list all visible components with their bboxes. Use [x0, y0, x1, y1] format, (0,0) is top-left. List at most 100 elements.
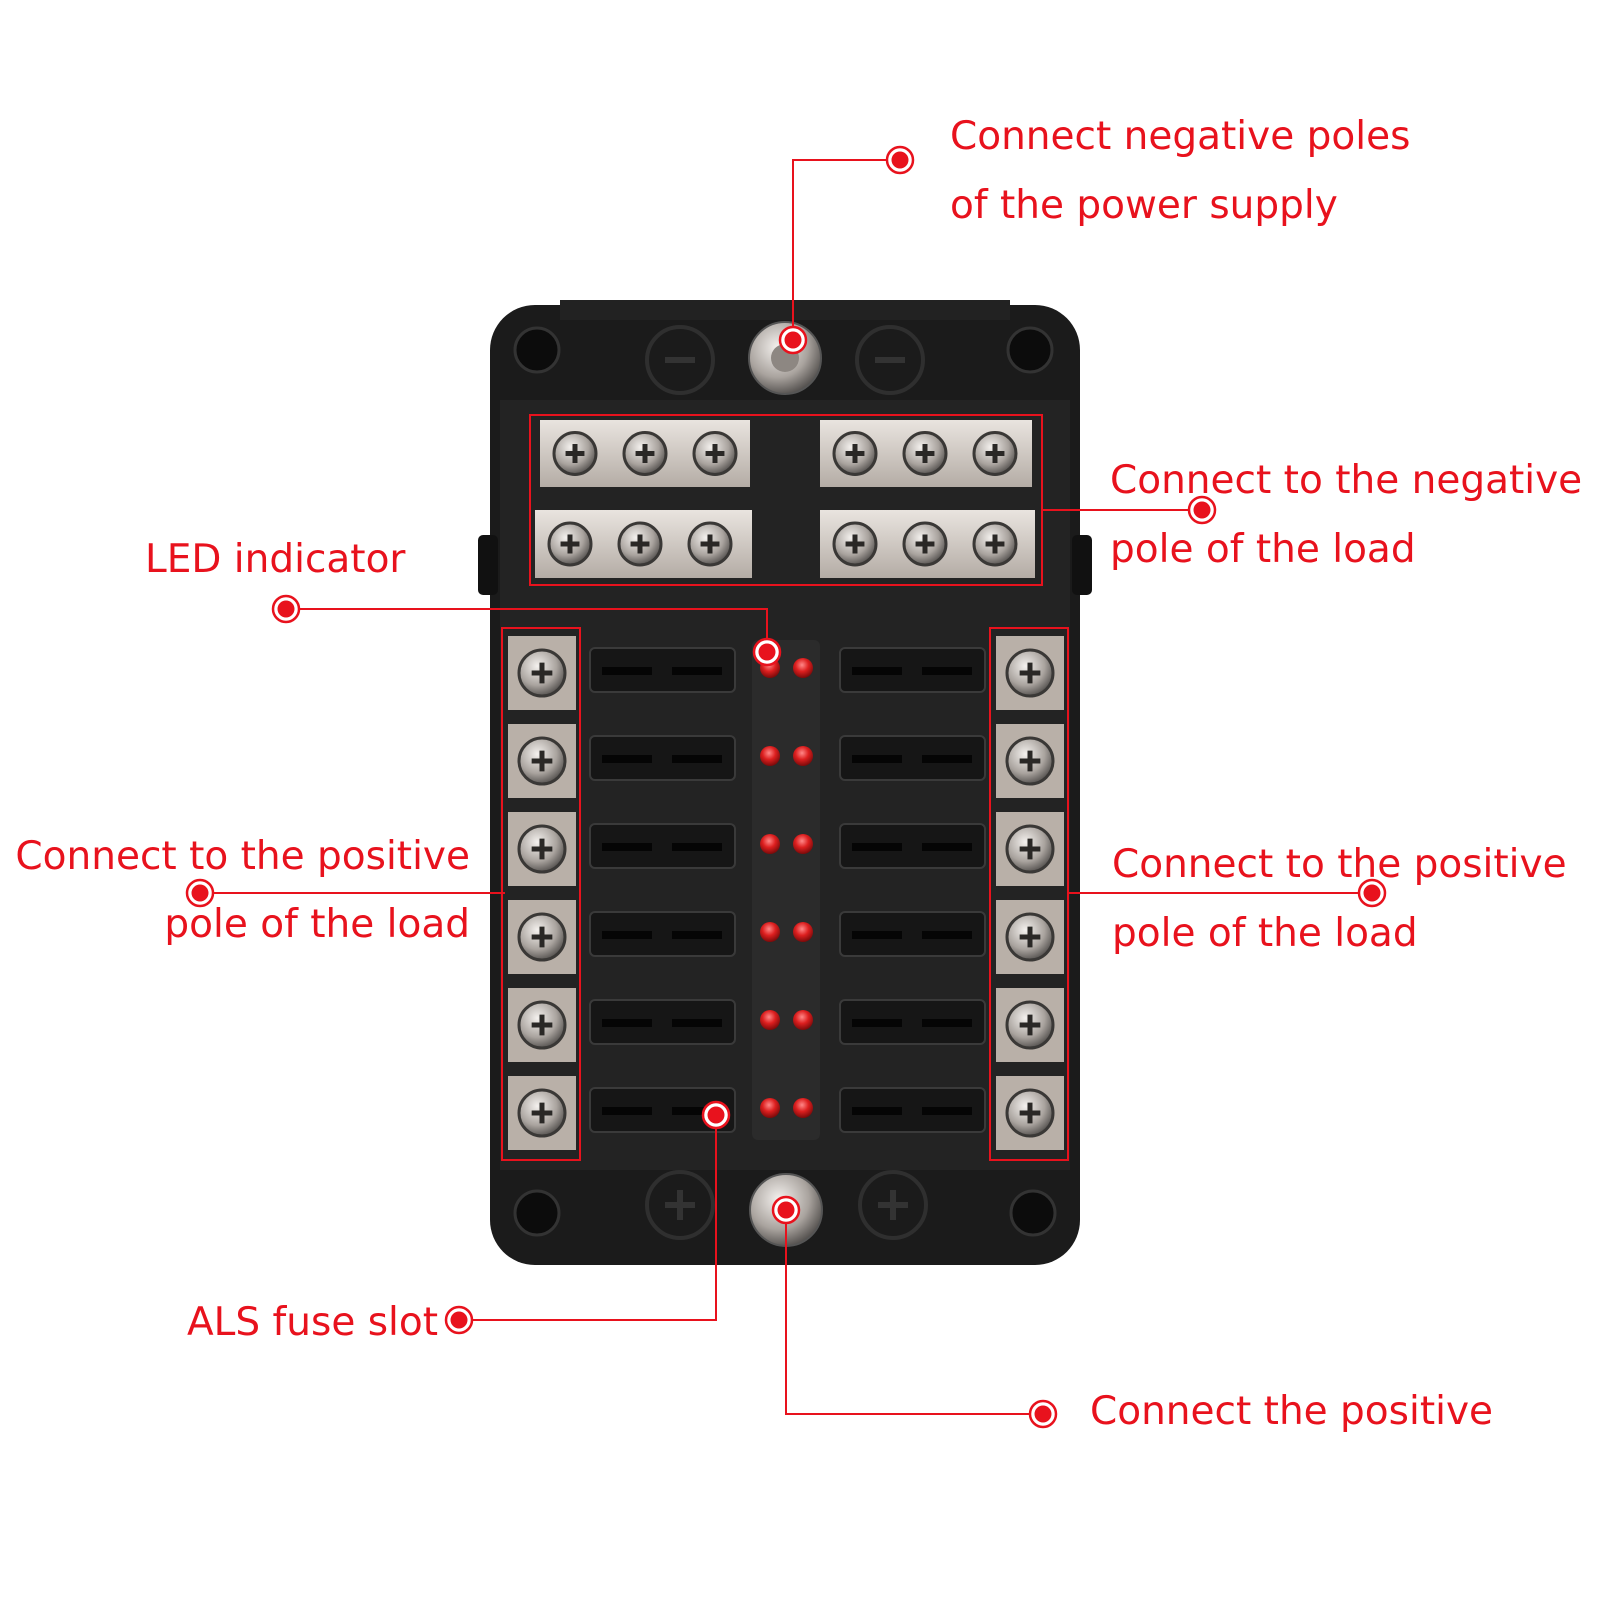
screw-icon [517, 648, 567, 698]
led-indicator [760, 922, 780, 942]
fuse-slot [839, 1087, 986, 1133]
pos-load-left-label-2: pole of the load [164, 902, 470, 947]
dot-center [707, 1106, 725, 1124]
mount-hole [1006, 326, 1054, 374]
callout-dot-icon [701, 1100, 731, 1130]
callout-dot-icon [885, 145, 915, 175]
pos-load-right-label-2: pole of the load [1112, 911, 1418, 956]
screw-icon [547, 521, 593, 567]
led-indicator [793, 1098, 813, 1118]
screw-cross [985, 534, 1005, 554]
led-indicator [760, 746, 780, 766]
screw-icon [617, 521, 663, 567]
fuse-blade-slot [672, 1107, 722, 1115]
mount-hole [513, 1189, 561, 1237]
screw-cross [531, 1102, 553, 1124]
screw-icon [687, 521, 733, 567]
screw-cross [1019, 838, 1041, 860]
mount-hole [513, 326, 561, 374]
callout-dot-icon [1357, 878, 1387, 908]
minus-symbol [855, 325, 925, 395]
minus-symbol [645, 325, 715, 395]
led-indicator [793, 658, 813, 678]
screw-cross [1019, 750, 1041, 772]
fuse-blade-slot [602, 755, 652, 763]
screw-icon [552, 431, 598, 476]
dot-center [191, 884, 209, 902]
screw-icon [832, 431, 878, 476]
fuse-blade-slot [852, 1107, 902, 1115]
screw-icon [972, 521, 1018, 567]
fuse-blade-slot [922, 1107, 972, 1115]
fuse-blade-slot [852, 1019, 902, 1027]
fuse-blade-slot [602, 1019, 652, 1027]
screw-cross [1019, 926, 1041, 948]
fuse-blade-slot [602, 1107, 652, 1115]
fuse-blade-slot [672, 667, 722, 675]
screw-cross [915, 444, 935, 463]
led-indicator [760, 834, 780, 854]
fuse-slot [839, 823, 986, 869]
led-indicator [760, 1098, 780, 1118]
fuse-slot-leader [459, 1115, 717, 1321]
dot-center [784, 331, 802, 349]
fuse-slot [839, 999, 986, 1045]
fuse-blade-slot [672, 755, 722, 763]
led-indicator [760, 1010, 780, 1030]
dot-center [891, 151, 909, 169]
dot-center [758, 643, 776, 661]
fuse-blade-slot [852, 931, 902, 939]
screw-cross [531, 1014, 553, 1036]
pos-load-right-label-1: Connect to the positive [1112, 842, 1567, 887]
screw-cross [1019, 1014, 1041, 1036]
screw-icon [1005, 648, 1055, 698]
symbol-mark [878, 1190, 908, 1220]
screw-icon [1005, 1088, 1055, 1138]
screw-icon [692, 431, 738, 476]
fuse-blade-slot [852, 755, 902, 763]
dot-center [1193, 501, 1211, 519]
fuse-slot [589, 911, 736, 957]
led-leader [286, 608, 768, 652]
screw-cross [985, 444, 1005, 463]
fuse-blade-slot [922, 755, 972, 763]
neg-supply-leader [792, 159, 900, 340]
screw-icon [832, 521, 878, 567]
fuse-slot [589, 999, 736, 1045]
pos-load-left-label-1: Connect to the positive [15, 834, 470, 879]
fuse-blade-slot [672, 931, 722, 939]
fuse-slot [839, 647, 986, 693]
screw-icon [517, 824, 567, 874]
screw-cross [1019, 1102, 1041, 1124]
mount-hole [1009, 1189, 1057, 1237]
screw-cross [915, 534, 935, 554]
plus-symbol [645, 1170, 715, 1240]
screw-icon [1005, 824, 1055, 874]
fuse-blade-slot [922, 667, 972, 675]
fuse-slot-label: ALS fuse slot [187, 1300, 439, 1345]
screw-cross [635, 444, 655, 463]
screw-cross [560, 534, 580, 554]
fuse-blade-slot [672, 843, 722, 851]
led-indicator [793, 834, 813, 854]
fuse-blade-slot [852, 667, 902, 675]
plus-symbol [858, 1170, 928, 1240]
fuse-blade-slot [922, 843, 972, 851]
callout-dot-icon [1187, 495, 1217, 525]
neg-load-label-1: Connect to the negative [1110, 458, 1583, 503]
fuse-blade-slot [672, 1019, 722, 1027]
fuse-blade-slot [852, 843, 902, 851]
fuse-slot [589, 1087, 736, 1133]
led-label: LED indicator [145, 537, 406, 582]
fuse-blade-slot [602, 843, 652, 851]
screw-cross [531, 662, 553, 684]
screw-cross [1019, 662, 1041, 684]
neg-supply-label-1: Connect negative poles [950, 114, 1411, 159]
callout-dot-icon [771, 1195, 801, 1225]
screw-icon [517, 912, 567, 962]
screw-icon [972, 431, 1018, 476]
screw-cross [630, 534, 650, 554]
neg-supply-label-2: of the power supply [950, 183, 1338, 228]
dot-center [777, 1201, 795, 1219]
fuse-slot [589, 823, 736, 869]
